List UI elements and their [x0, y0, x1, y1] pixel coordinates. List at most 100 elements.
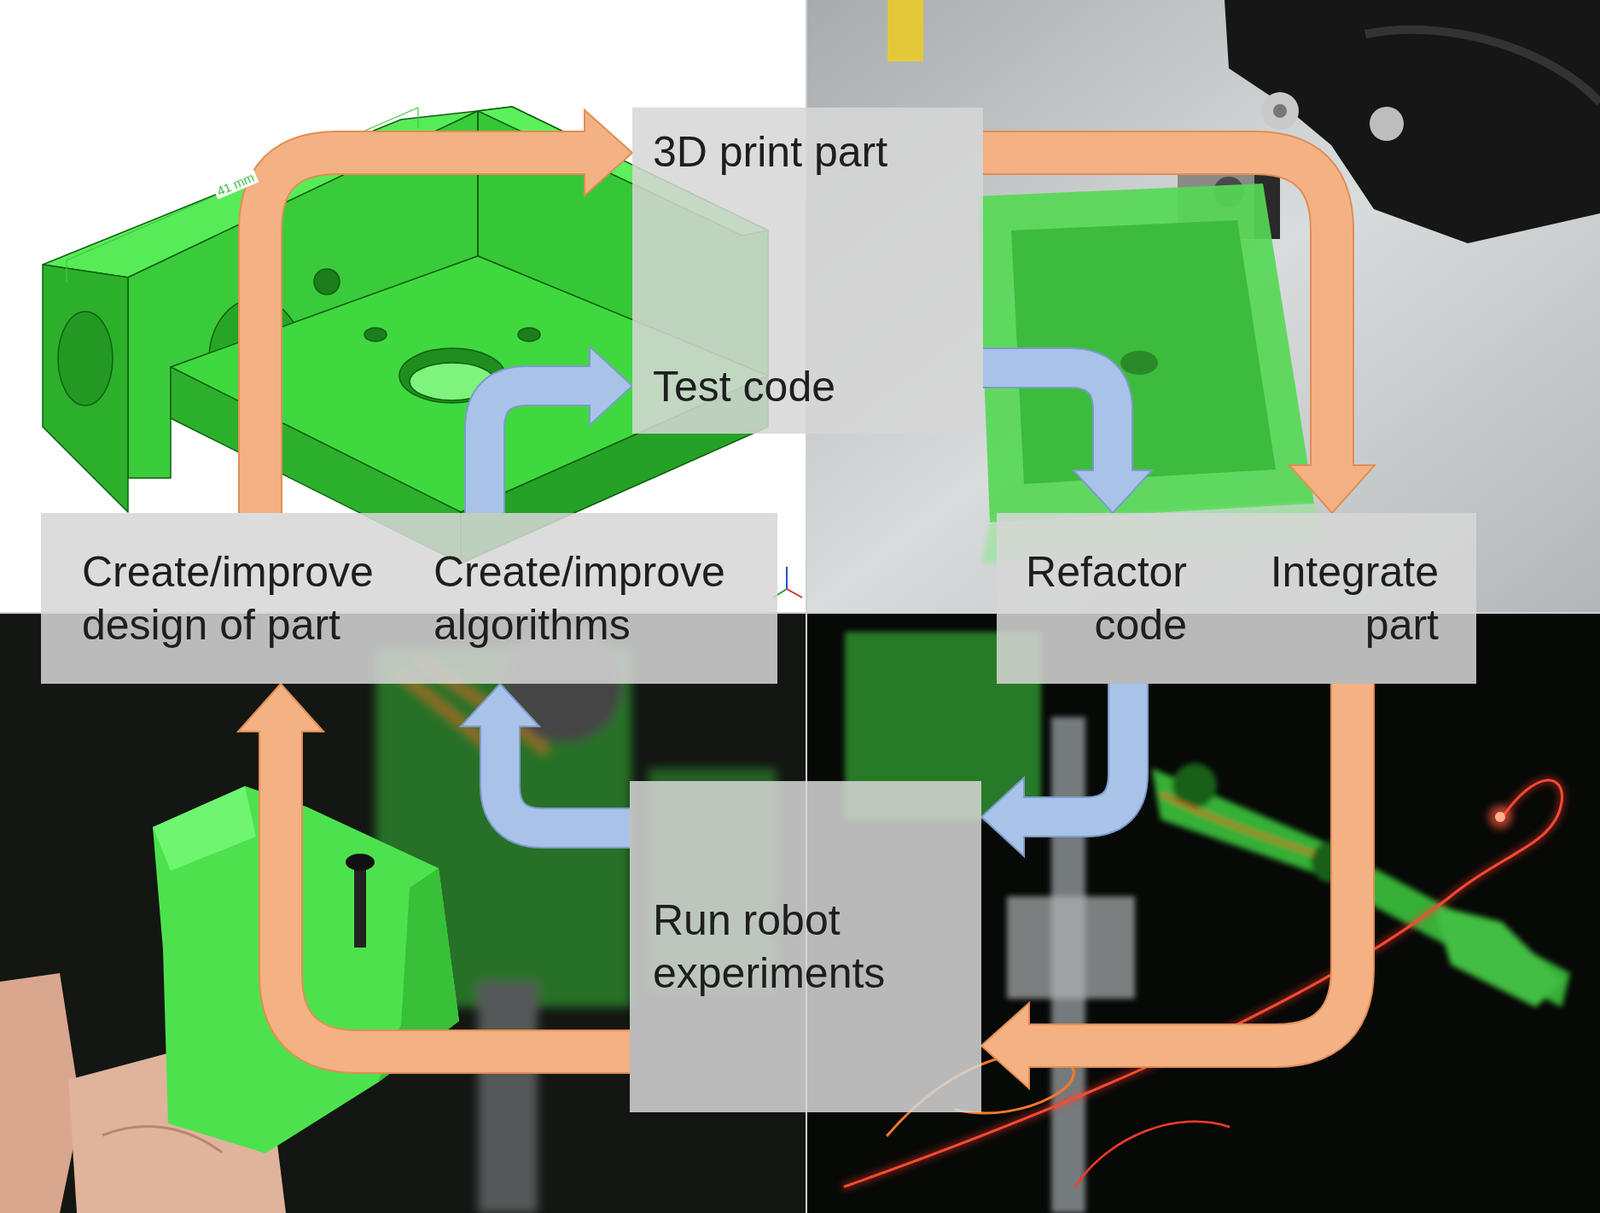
box-label: Create/improve design of part — [81, 545, 398, 652]
arrow-shaft — [1021, 683, 1129, 817]
arrow-shaft — [500, 723, 630, 828]
hand-photo — [0, 612, 807, 1213]
arrow-head — [460, 683, 540, 727]
hand-photo — [345, 853, 375, 871]
quadrant-divider — [0, 611, 1600, 614]
arrow-outline — [484, 385, 593, 513]
cad-render — [786, 588, 803, 598]
hand-photo — [477, 981, 538, 1213]
arrow-head — [981, 1002, 1030, 1088]
process-box: Refactor code — [996, 512, 1225, 684]
arrow-head — [584, 110, 633, 196]
arrow-outline — [1026, 683, 1353, 1046]
printer-photo — [981, 503, 1332, 564]
arrow-head — [238, 683, 324, 732]
cad-render — [417, 107, 419, 128]
cycle-arrow — [260, 110, 633, 513]
arrow-outline — [500, 723, 630, 828]
robot-photo — [1075, 1121, 1229, 1187]
process-box: 3D print part — [632, 107, 984, 271]
printer-photo — [1224, 0, 1600, 244]
cad-render — [0, 0, 807, 613]
cad-render — [460, 375, 768, 564]
printer-photo — [1273, 104, 1287, 118]
arrow-outline — [1021, 683, 1129, 817]
robot-photo — [844, 779, 1562, 1187]
cycle-arrow — [484, 346, 633, 513]
cycle-arrow — [981, 683, 1129, 856]
box-label: Refactor code — [1006, 545, 1187, 652]
cycle-arrow — [983, 152, 1375, 513]
cycle-arrow — [238, 683, 630, 1052]
hand-photo — [354, 861, 367, 948]
cad-render — [0, 0, 807, 613]
robot-photo — [1433, 904, 1562, 1007]
process-box: Create/improve algorithms — [407, 512, 778, 684]
cad-render — [314, 268, 340, 295]
hand-photo — [0, 972, 82, 1213]
robot-photo — [844, 779, 1562, 1187]
cad-render — [364, 327, 387, 342]
robot-photo — [844, 779, 1562, 1187]
arrow-head — [589, 346, 633, 425]
cad-render — [773, 566, 803, 598]
robot-photo — [1488, 804, 1513, 829]
hand-photo — [648, 768, 777, 990]
arrow-outline — [983, 152, 1333, 468]
cad-render — [42, 264, 128, 512]
arrow-outline — [983, 367, 1113, 473]
printer-photo — [806, 0, 1600, 613]
process-box: Test code — [632, 270, 984, 434]
hand-photo — [152, 785, 460, 1153]
cad-render — [58, 311, 113, 406]
process-box: Run robot experiments — [629, 780, 982, 1112]
process-box: Integrate part — [1224, 512, 1477, 684]
cad-render — [785, 566, 788, 589]
box-label: 3D print part — [652, 125, 973, 180]
arrow-shaft — [260, 152, 588, 513]
arrow-head — [981, 777, 1024, 856]
cycle-arrow — [983, 367, 1152, 513]
arrow-head — [1073, 470, 1152, 513]
quadrant-divider — [805, 0, 808, 1213]
printer-photo — [1369, 106, 1404, 141]
hand-photo — [0, 612, 807, 1213]
printer-photo — [806, 0, 1600, 613]
box-label: Integrate part — [1234, 545, 1439, 652]
arrow-shaft — [484, 385, 593, 513]
printer-photo — [887, 0, 924, 62]
arrow-shaft — [1026, 683, 1353, 1046]
cad-render — [773, 588, 787, 598]
arrow-outline — [260, 152, 588, 513]
printer-photo — [1261, 92, 1299, 130]
cycle-arrow — [981, 683, 1353, 1088]
robot-photo — [844, 631, 1571, 1213]
robot-photo — [1495, 811, 1506, 822]
process-box: Create/improve design of part — [40, 512, 408, 684]
arrow-shaft — [983, 367, 1113, 473]
robot-photo — [1006, 896, 1135, 999]
cad-render — [42, 106, 768, 564]
robot-photo — [806, 612, 1600, 1213]
arrow-shaft — [983, 152, 1333, 468]
robot-photo — [1160, 793, 1315, 854]
dimension-label: 41 mm — [212, 168, 259, 200]
printer-photo — [1120, 350, 1158, 375]
box-label: Test code — [652, 360, 973, 414]
arrow-outline — [280, 728, 630, 1052]
cad-render — [517, 327, 541, 342]
hand-photo — [375, 622, 777, 1213]
cycle-arrow — [460, 683, 630, 828]
printer-photo — [1365, 29, 1600, 103]
box-label: Create/improve algorithms — [433, 545, 768, 652]
arrow-head — [1289, 465, 1375, 513]
hand-photo — [152, 785, 256, 871]
arrow-shaft — [280, 728, 630, 1052]
printer-photo — [977, 183, 1315, 523]
robot-photo — [806, 612, 1600, 1213]
